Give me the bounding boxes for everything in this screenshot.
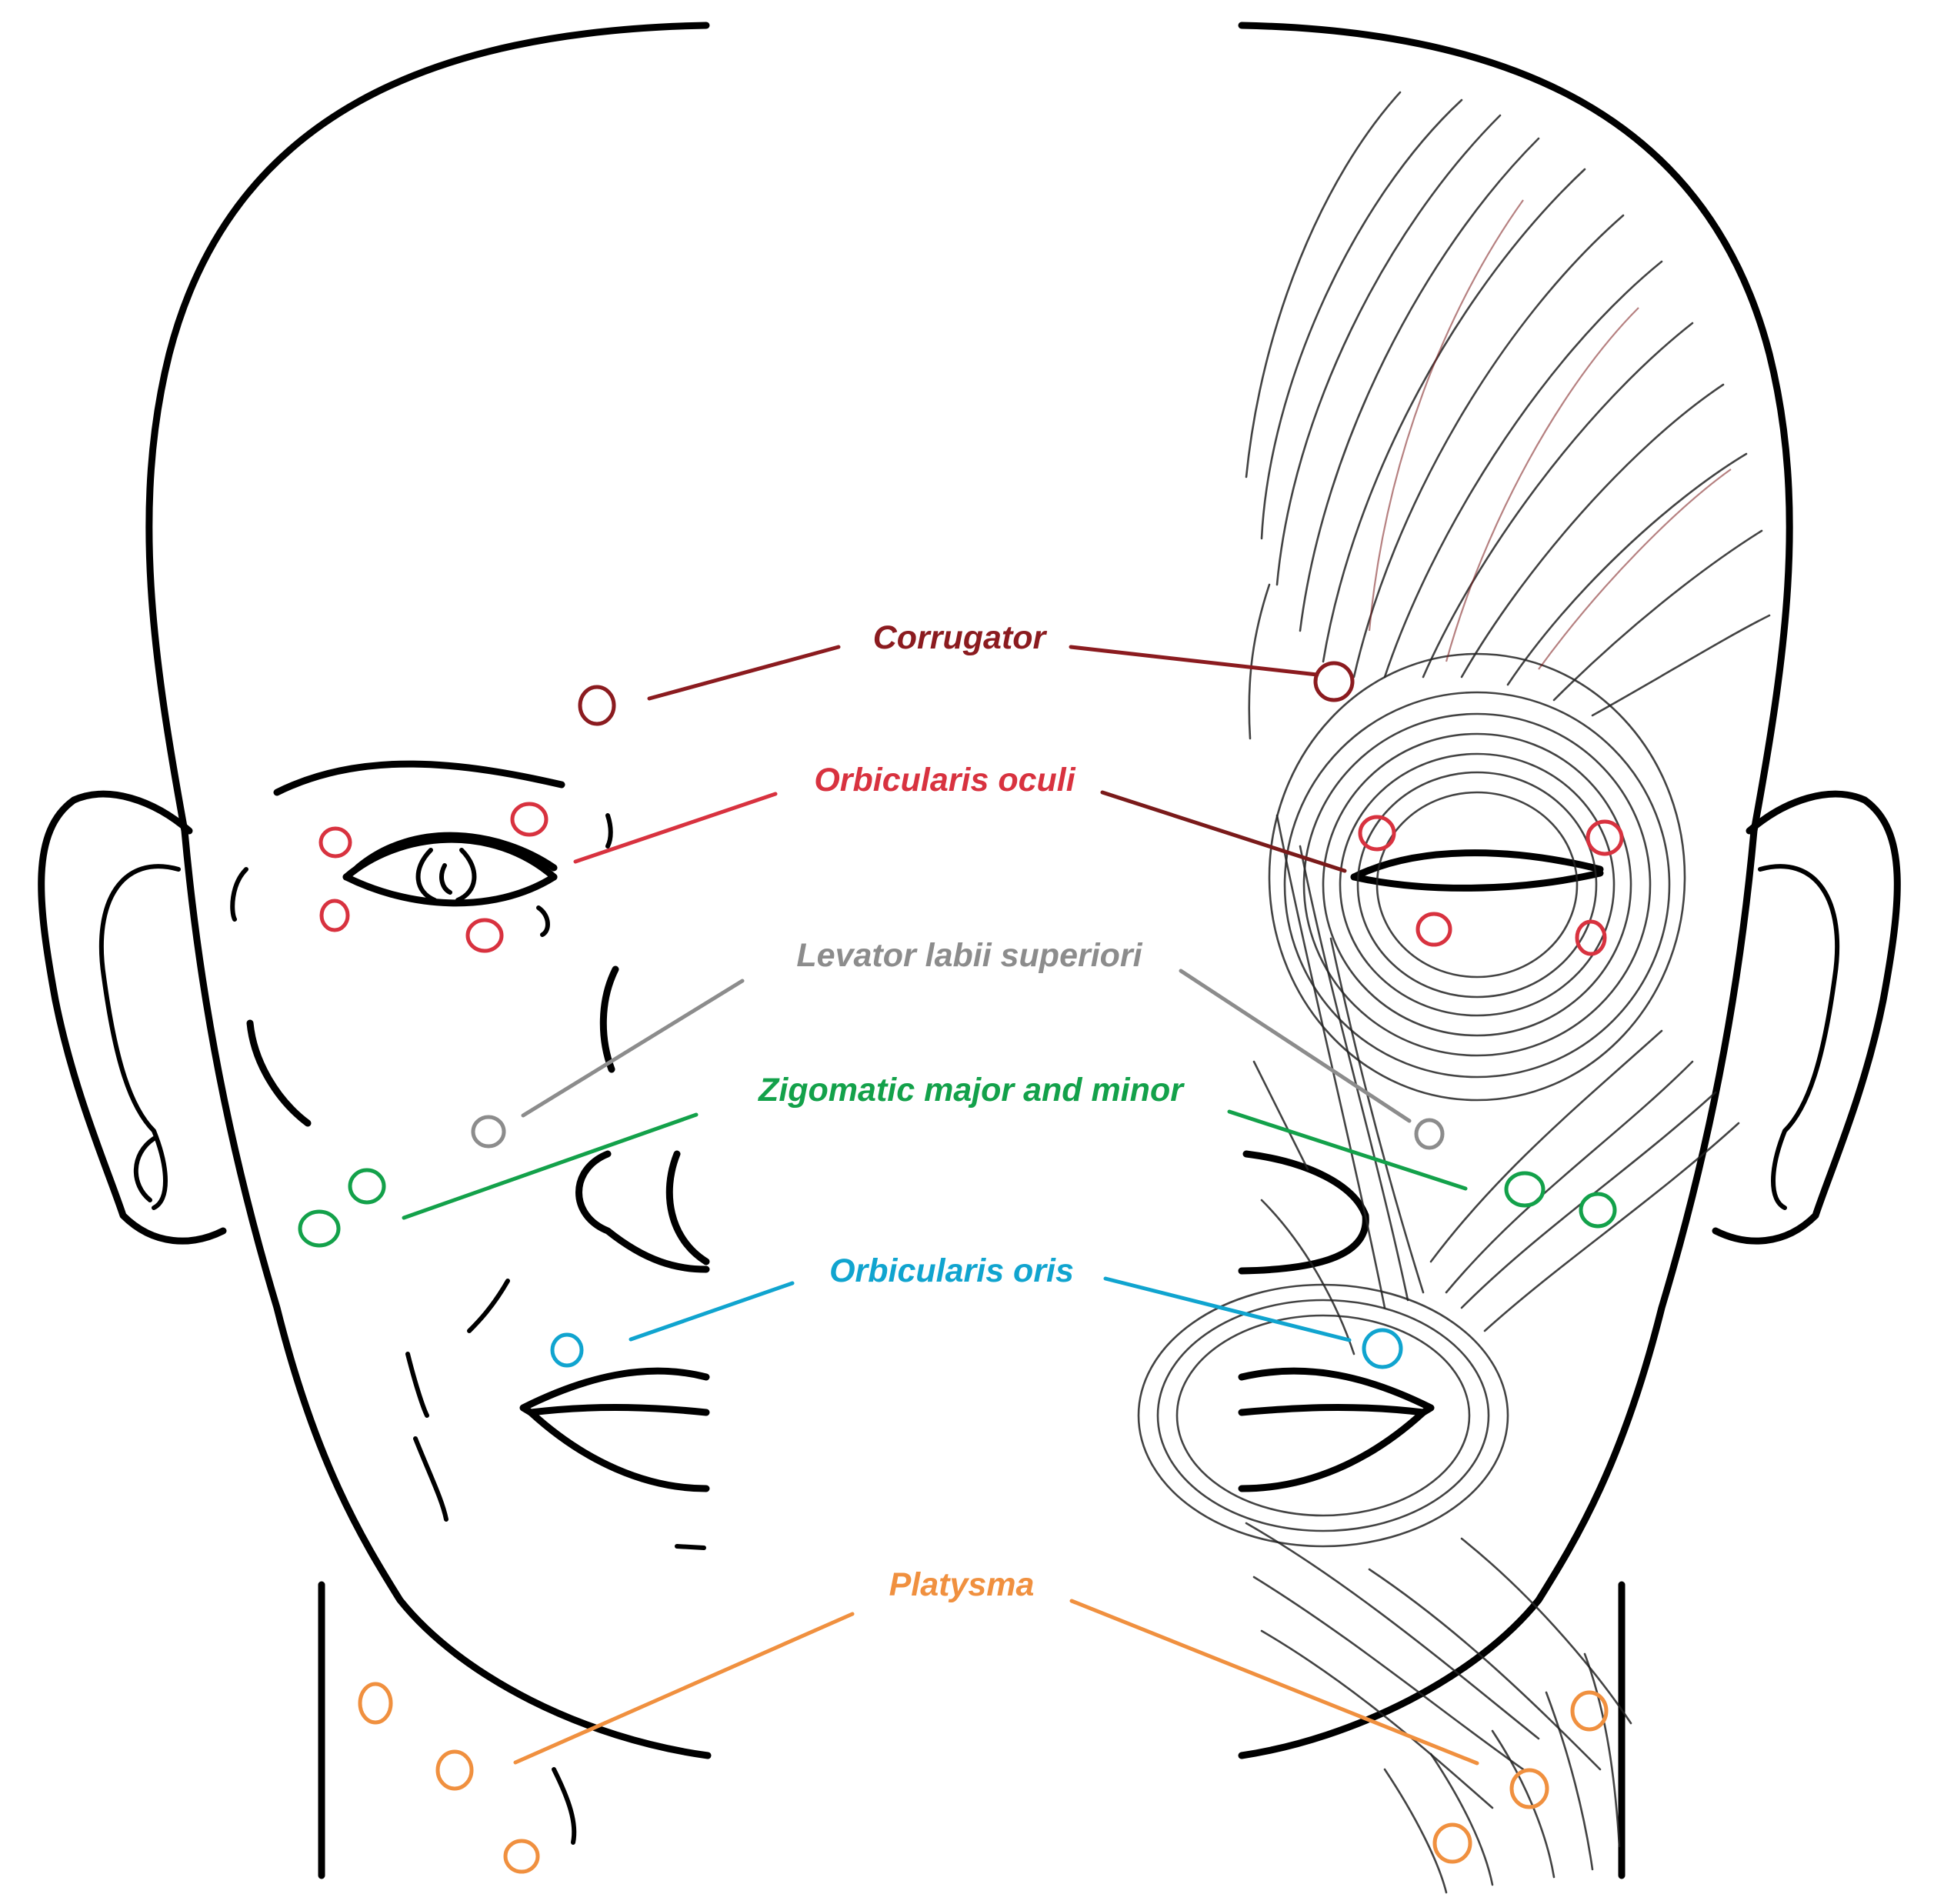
- right-face-outline: [1137, 22, 1901, 1879]
- platysma-leader-left: [513, 1612, 855, 1765]
- orbicularis-oculi-marker: [1358, 815, 1396, 852]
- orbicularis-oculi-label: Orbicularis oculi: [814, 762, 1075, 799]
- orbicularis-oculi-marker: [465, 918, 504, 953]
- orbicularis-oris-markers: [550, 1328, 1403, 1369]
- levator-label: Levator labii superiori: [796, 937, 1142, 974]
- corrugator-markers: [578, 661, 1355, 726]
- zygomatic-leader-right: [1227, 1109, 1468, 1191]
- zygomatic-marker: [1504, 1171, 1546, 1208]
- orbicularis-oculi-marker: [1415, 912, 1452, 947]
- platysma-marker: [1570, 1690, 1609, 1732]
- corrugator-leader-right: [1069, 645, 1319, 677]
- corrugator-marker: [1313, 661, 1355, 702]
- orbicularis-oculi-leader-right: [1100, 790, 1347, 873]
- orbicularis-oculi-markers: [318, 802, 1624, 956]
- orbicularis-oris-leader-left: [629, 1281, 795, 1342]
- orbicularis-oculi-marker: [510, 802, 549, 837]
- left-face-outline: [38, 22, 712, 1879]
- platysma-marker: [358, 1682, 393, 1725]
- levator-markers: [471, 1115, 1445, 1150]
- zygomatic-leader-left: [402, 1112, 699, 1220]
- zygomatic-marker: [298, 1209, 341, 1248]
- zygomatic-markers: [298, 1168, 1617, 1248]
- zygomatic-marker: [1579, 1192, 1617, 1229]
- orbicularis-oculi-leader-left: [573, 792, 778, 864]
- platysma-label: Platysma: [889, 1566, 1035, 1603]
- orbicularis-oculi-marker: [319, 899, 350, 932]
- cheek-neck-fibers: [1245, 814, 1740, 1894]
- corrugator-marker: [578, 685, 616, 726]
- platysma-marker: [1509, 1768, 1549, 1809]
- levator-marker: [1414, 1118, 1445, 1150]
- levator-leader-left: [521, 979, 745, 1118]
- zygomatic-label: Zigomatic major and minor: [759, 1072, 1183, 1109]
- frontalis-fibers: [1245, 91, 1771, 740]
- corrugator-leader-left: [647, 645, 841, 701]
- zygomatic-marker: [348, 1168, 386, 1205]
- platysma-leader-right: [1069, 1599, 1479, 1766]
- orbicularis-oris-marker: [1362, 1328, 1403, 1369]
- platysma-marker: [503, 1839, 540, 1874]
- platysma-markers: [358, 1682, 1609, 1874]
- orbicularis-oris-leader-right: [1103, 1276, 1352, 1342]
- orbicularis-oculi-marker: [1575, 919, 1607, 956]
- orbicularis-oculi-marker: [1586, 819, 1624, 856]
- leader-lines: [402, 645, 1479, 1766]
- levator-leader-right: [1179, 969, 1412, 1123]
- platysma-marker: [1432, 1822, 1472, 1864]
- levator-marker: [471, 1115, 506, 1149]
- orbicularis-oris-marker: [550, 1332, 584, 1368]
- platysma-marker: [435, 1749, 474, 1791]
- corrugator-label: Corrugator: [872, 619, 1046, 656]
- orbicularis-oculi-marker: [318, 826, 352, 859]
- orbicularis-oris-label: Orbicularis oris: [829, 1252, 1074, 1289]
